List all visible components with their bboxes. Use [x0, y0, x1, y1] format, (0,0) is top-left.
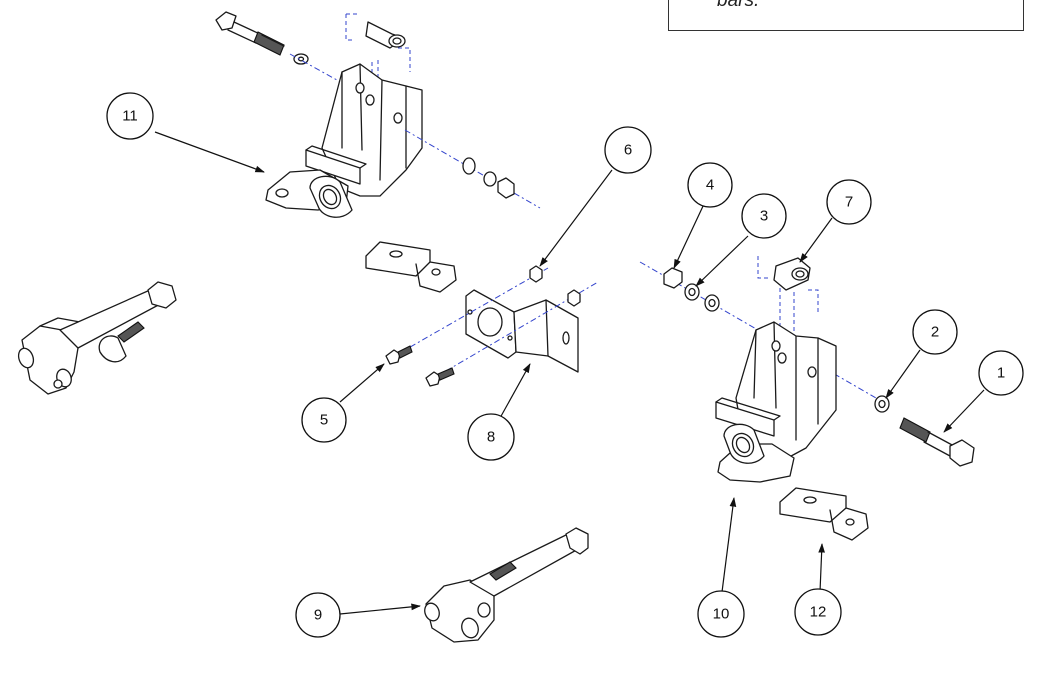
leader-12: [818, 543, 825, 593]
svg-text:9: 9: [314, 607, 322, 624]
washer-11a: [462, 157, 476, 175]
callout-7: 7: [826, 179, 872, 225]
lockwasher-part-3: [684, 283, 700, 301]
leader-11: [154, 131, 265, 173]
callout-10: 10: [697, 590, 745, 638]
svg-text:8: 8: [487, 429, 495, 446]
callout-3: 3: [741, 193, 787, 239]
spacer-part-7: [757, 256, 819, 340]
washer-right: [704, 294, 720, 312]
bracket-part-8: [465, 289, 579, 373]
leader-7: [799, 217, 833, 263]
washer-part-2: [874, 395, 890, 413]
screw-5a: [385, 345, 413, 365]
bracket-part-11: [265, 63, 423, 218]
nut-6b: [567, 289, 581, 307]
note-text: bars.: [717, 0, 760, 11]
callout-4: 4: [687, 162, 733, 208]
leader-1: [943, 389, 985, 433]
callout-12: 12: [794, 588, 842, 636]
callout-9: 9: [295, 592, 341, 638]
bolt-top-left: [215, 11, 285, 56]
callout-11: 11: [106, 92, 154, 140]
pin-assembly-left: [17, 281, 177, 395]
svg-text:3: 3: [760, 208, 768, 225]
screw-5b: [425, 367, 455, 387]
callout-6: 6: [604, 126, 652, 174]
callout-1: 1: [978, 350, 1024, 396]
svg-text:7: 7: [845, 194, 853, 211]
clip-part-12: [779, 487, 869, 541]
nut-11: [497, 177, 515, 199]
leader-3: [695, 235, 749, 287]
svg-text:2: 2: [931, 324, 939, 341]
svg-text:6: 6: [624, 142, 632, 159]
nut-6a: [529, 265, 543, 283]
bracket-part-10: [715, 321, 837, 483]
leader-6: [539, 169, 613, 267]
note-box: bars.: [668, 0, 1024, 31]
clip-left-center: [365, 241, 457, 293]
nut-part-4: [663, 267, 683, 289]
svg-text:1: 1: [997, 365, 1005, 382]
callout-8: 8: [467, 413, 515, 461]
callout-5: 5: [301, 397, 347, 443]
leader-8: [499, 363, 531, 419]
leader-2: [885, 349, 921, 399]
lockwasher-11: [483, 171, 497, 187]
pin-part-9: [424, 527, 589, 643]
bolt-part-1: [899, 417, 975, 467]
leader-4: [673, 203, 705, 269]
callout-2: 2: [912, 309, 958, 355]
leader-5: [339, 363, 385, 403]
leader-10: [721, 497, 737, 593]
svg-text:4: 4: [706, 177, 714, 194]
leader-9: [339, 603, 421, 615]
svg-text:10: 10: [713, 606, 730, 623]
svg-text:5: 5: [320, 412, 328, 429]
svg-text:12: 12: [810, 604, 827, 621]
svg-text:11: 11: [122, 108, 138, 125]
